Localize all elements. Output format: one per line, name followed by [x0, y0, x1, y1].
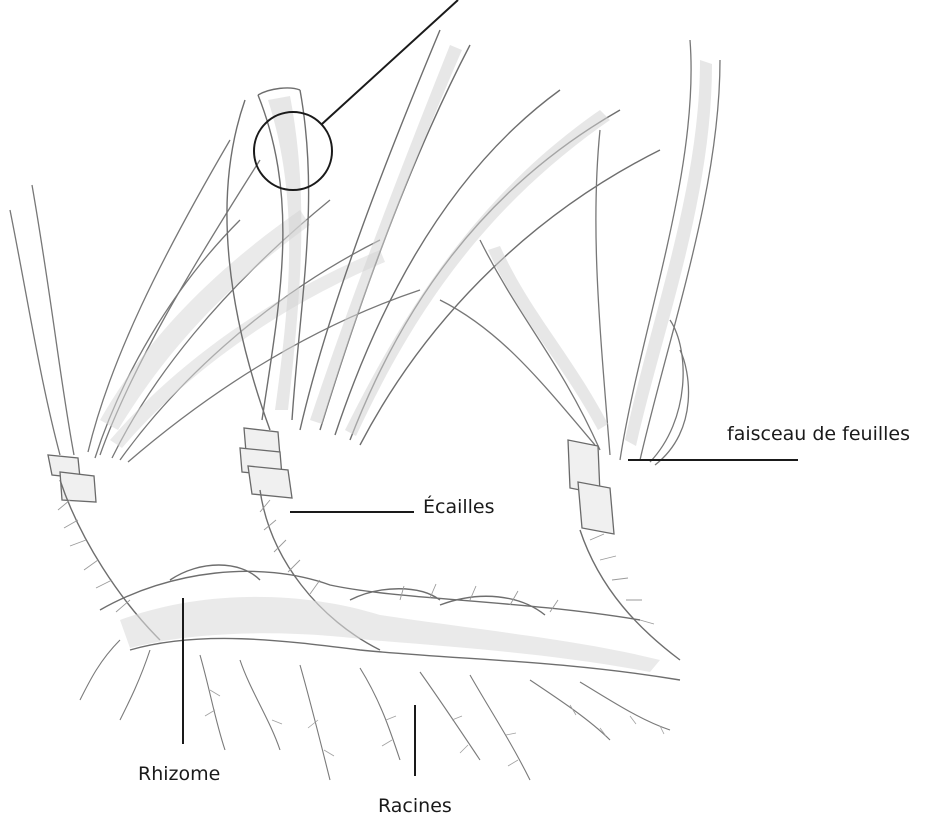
label-ecailles: Écailles	[423, 498, 495, 517]
scales	[48, 428, 614, 534]
roots	[80, 640, 670, 780]
label-rhizome: Rhizome	[138, 765, 220, 784]
label-racines: Racines	[378, 797, 452, 816]
center-leaf-shading	[268, 45, 610, 436]
rhizome-shading	[120, 597, 660, 672]
label-faisceau-de-feuilles: faisceau de feuilles	[727, 425, 910, 444]
rhizome-hairs	[58, 500, 654, 624]
root-hairs	[205, 690, 664, 766]
